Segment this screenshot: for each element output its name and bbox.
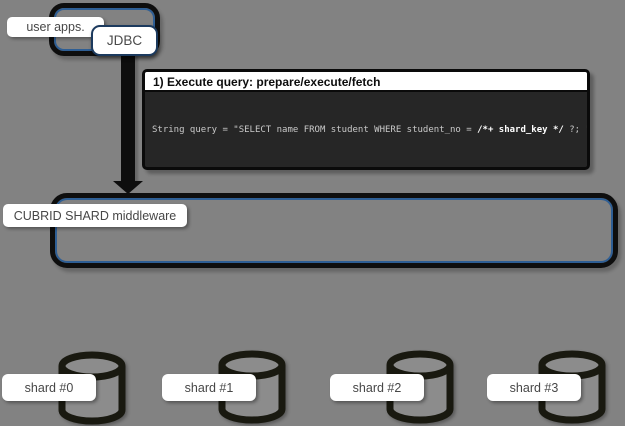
code-line: PrepareStatement query_stmt = connection… [152,165,580,167]
code-line: String query = "SELECT name FROM student… [152,123,587,137]
arrow-down-icon [113,181,143,194]
shard-label: shard #3 [487,374,581,401]
middleware-box [50,193,618,268]
shard-key-hint: /*+ shard_key */ [477,125,564,135]
code-line1-pre: String query = "SELECT name FROM student… [152,125,478,135]
shard-label: shard #1 [162,374,256,401]
user-apps-label: user apps. [7,17,104,37]
code-snippet-title: 1) Execute query: prepare/execute/fetch [145,72,587,92]
code-snippet-body: String query = "SELECT name FROM student… [145,92,587,167]
jdbc-box: JDBC [91,25,158,56]
shard-label: shard #2 [330,374,424,401]
middleware-label: CUBRID SHARD middleware [3,204,187,227]
connector-line [121,54,135,182]
code-line1-post: ?; "; [569,125,587,135]
shard-label: shard #0 [2,374,96,401]
code-snippet-panel: 1) Execute query: prepare/execute/fetch … [142,69,590,170]
